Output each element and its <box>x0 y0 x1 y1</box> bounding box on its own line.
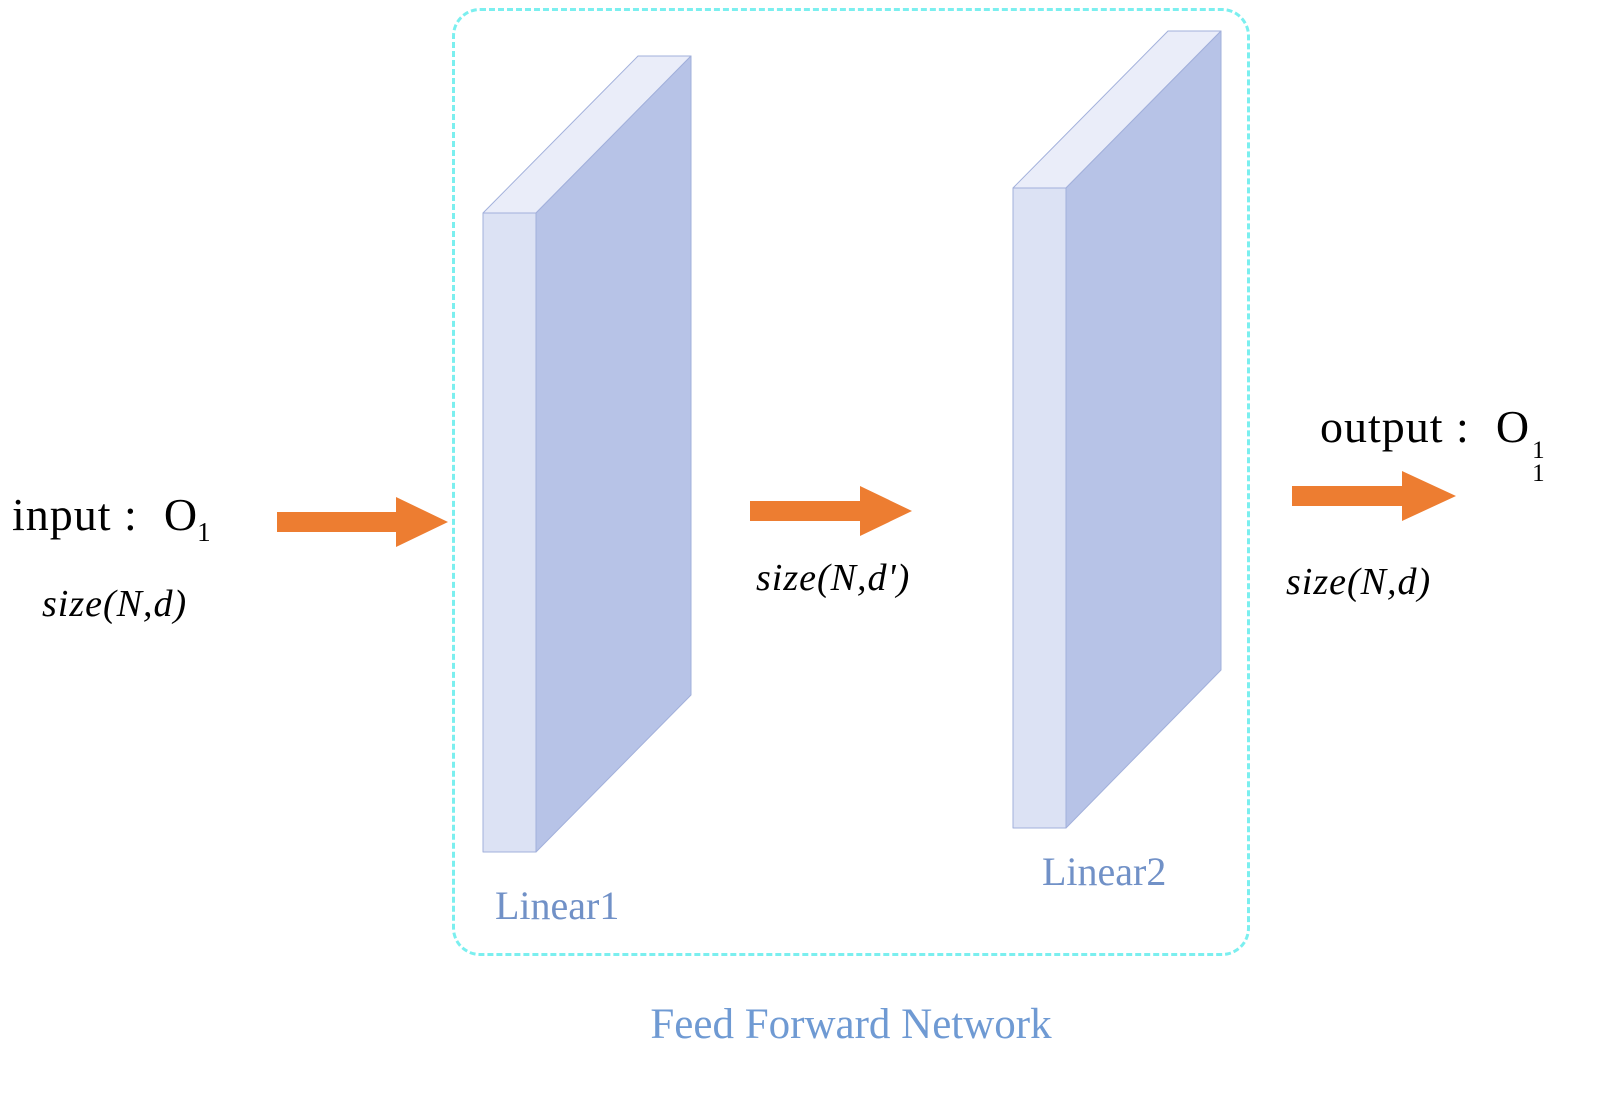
input-annotation: input : O1 <box>12 488 211 548</box>
layer-label-linear2: Linear2 <box>1042 849 1167 894</box>
output-superscript: 1 <box>1532 437 1545 464</box>
figure-title: Feed Forward Network <box>650 1001 1052 1048</box>
input-symbol: O <box>163 489 198 540</box>
middle-size-label: size(N,d') <box>756 557 911 599</box>
output-label: output : <box>1320 401 1470 452</box>
layer-label-linear1: Linear1 <box>495 883 620 928</box>
input-subscript: 1 <box>197 517 211 547</box>
output-subscript: 1 <box>1532 460 1545 487</box>
output-symbol: O <box>1495 401 1530 452</box>
output-size-label: size(N,d) <box>1286 561 1432 603</box>
ffn-dashed-box <box>452 8 1250 956</box>
input-arrow-icon <box>277 497 448 547</box>
input-label: input : <box>12 489 138 540</box>
input-size-label: size(N,d) <box>42 583 188 625</box>
